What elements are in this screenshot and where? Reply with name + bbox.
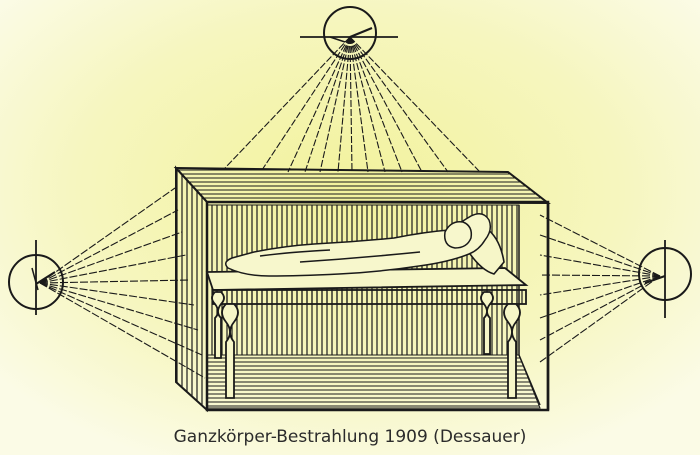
box-top-face bbox=[173, 166, 551, 205]
table bbox=[205, 267, 529, 399]
table-leg-back-left bbox=[211, 291, 225, 359]
box-floor bbox=[206, 354, 541, 409]
table-leg-front-left bbox=[221, 303, 239, 399]
radiation-rays-top bbox=[224, 36, 481, 173]
caption: Ganzkörper-Bestrahlung 1909 (Dessauer) bbox=[174, 427, 527, 447]
table-leg-back-right bbox=[480, 291, 494, 355]
patient bbox=[225, 213, 492, 277]
table-leg-front-right bbox=[503, 303, 521, 399]
radiation-rays-right bbox=[539, 214, 661, 363]
box-left-face bbox=[175, 165, 208, 413]
